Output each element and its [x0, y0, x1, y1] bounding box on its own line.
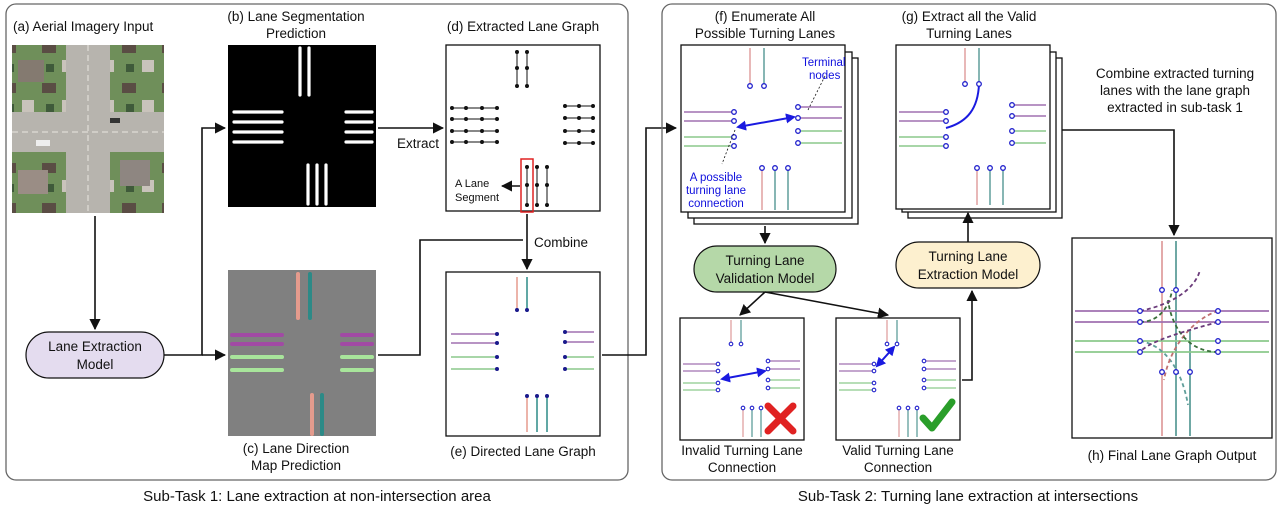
svg-text:nodes: nodes — [809, 70, 841, 82]
svg-text:extracted in sub-task 1: extracted in sub-task 1 — [1107, 100, 1243, 115]
lane-segment-label: A Lane — [455, 178, 489, 190]
lane-segment-highlight — [520, 158, 534, 213]
possible-connection-label: A possible — [690, 172, 742, 184]
valid-connection-panel — [835, 317, 961, 441]
panel-f-label: (f) Enumerate All — [715, 9, 816, 24]
panel-e-label: (e) Directed Lane Graph — [450, 444, 596, 459]
svg-text:Segment: Segment — [455, 192, 499, 204]
subtask2-caption: Sub-Task 2: Turning lane extraction at i… — [798, 488, 1138, 505]
valid-turning-lanes — [895, 44, 1063, 219]
svg-text:Connection: Connection — [708, 460, 776, 475]
invalid-cross-icon — [764, 402, 797, 435]
turning-lane-extraction-model: Turning Lane Extraction Model — [895, 241, 1041, 289]
svg-text:Lane Extraction: Lane Extraction — [48, 339, 142, 354]
lane-segmentation-image — [228, 45, 376, 207]
turning-lane-validation-model: Turning Lane Validation Model — [693, 245, 837, 293]
aerial-image — [12, 45, 164, 213]
panel-h-label: (h) Final Lane Graph Output — [1088, 448, 1257, 463]
svg-text:Map Prediction: Map Prediction — [251, 458, 341, 473]
subtask2-arrows — [739, 129, 1180, 381]
svg-text:Model: Model — [77, 357, 114, 372]
svg-text:Turning Lane: Turning Lane — [725, 253, 804, 268]
panel-c-label: (c) Lane Direction — [243, 441, 350, 456]
invalid-connection-panel — [679, 317, 805, 441]
subtask1-caption: Sub-Task 1: Lane extraction at non-inter… — [143, 488, 491, 505]
panel-d-label: (d) Extracted Lane Graph — [447, 19, 599, 34]
svg-text:Possible Turning Lanes: Possible Turning Lanes — [695, 26, 836, 41]
valid-connection-label: Valid Turning Lane — [842, 443, 954, 458]
combine-label: Combine — [534, 235, 588, 250]
svg-text:turning lane: turning lane — [686, 185, 746, 197]
subtask1-arrows — [89, 122, 678, 361]
svg-text:Prediction: Prediction — [266, 26, 326, 41]
invalid-connection-label: Invalid Turning Lane — [681, 443, 803, 458]
possible-connection-arrow — [736, 113, 796, 131]
panel-a-label: (a) Aerial Imagery Input — [13, 19, 154, 34]
extract-label: Extract — [397, 136, 439, 151]
final-lane-graph — [1071, 237, 1273, 439]
svg-text:Turning Lane: Turning Lane — [928, 249, 1007, 264]
panel-b-label: (b) Lane Segmentation — [227, 9, 364, 24]
combine-description: Combine extracted turning — [1096, 66, 1254, 81]
svg-text:Extraction Model: Extraction Model — [918, 267, 1019, 282]
valid-check-icon — [919, 398, 956, 432]
extracted-lane-graph — [445, 44, 601, 213]
subtask2-group — [661, 3, 1277, 481]
lane-direction-image — [228, 270, 376, 436]
panel-g-label: (g) Extract all the Valid — [902, 9, 1037, 24]
svg-text:Connection: Connection — [864, 460, 932, 475]
terminal-nodes-label: Terminal — [802, 57, 845, 69]
directed-lane-graph — [445, 271, 601, 437]
svg-text:lanes with the lane graph: lanes with the lane graph — [1100, 83, 1250, 98]
subtask1-group — [5, 3, 629, 481]
enumerated-turning-lanes — [680, 44, 859, 225]
svg-text:Turning Lanes: Turning Lanes — [926, 26, 1012, 41]
svg-text:Validation Model: Validation Model — [716, 271, 815, 286]
svg-text:connection: connection — [688, 198, 744, 210]
lane-extraction-model: Lane Extraction Model — [25, 331, 165, 379]
